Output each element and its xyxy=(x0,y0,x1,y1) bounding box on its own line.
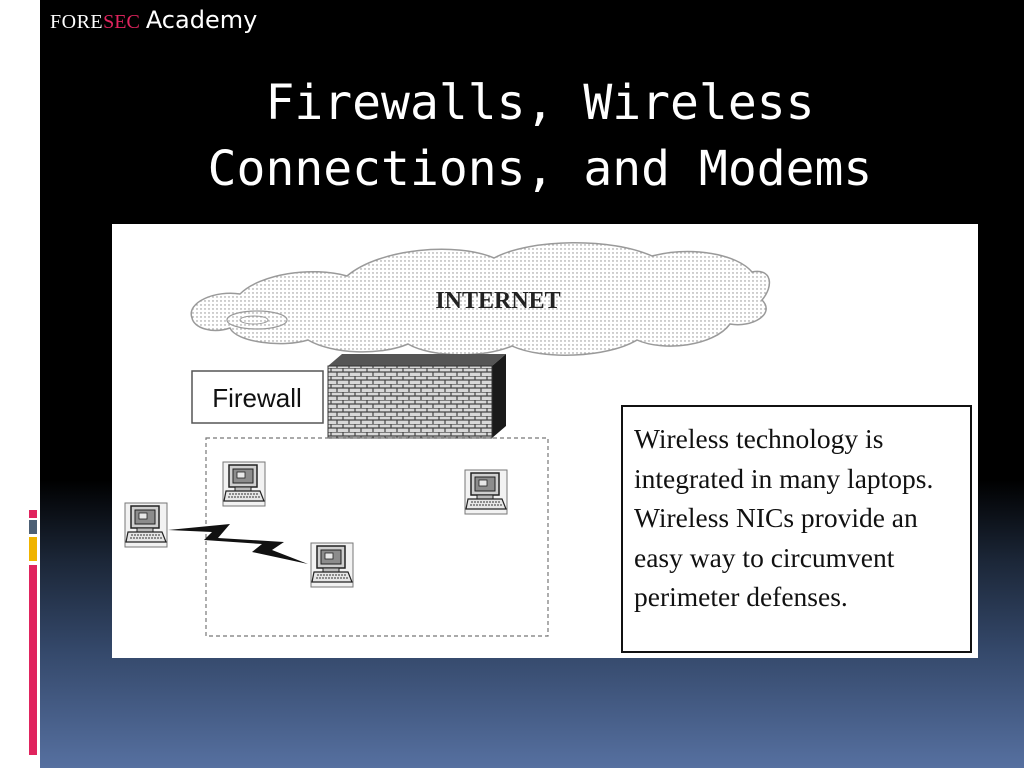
lightning-icon xyxy=(168,524,308,564)
firewall-label-box xyxy=(191,370,324,424)
accent-bar-pink-long xyxy=(29,565,37,755)
brand-sec: SEC xyxy=(103,11,140,33)
internal-network-perimeter xyxy=(205,437,549,637)
firewall-label: Firewall xyxy=(212,383,302,413)
accent-bar-pink-small xyxy=(29,510,37,518)
computer-icon xyxy=(464,469,508,515)
cloud-icon xyxy=(190,242,771,356)
network-diagram-figure: INTERNET Firewall Wireless technology is… xyxy=(112,224,978,658)
laptop-computer-icon xyxy=(124,502,168,548)
wireless-callout: Wireless technology is integrated in man… xyxy=(621,405,972,653)
slide-title: Firewalls, Wireless Connections, and Mod… xyxy=(40,70,1024,202)
accent-bar-yellow xyxy=(29,537,37,561)
slide-title-line-2: Connections, and Modems xyxy=(207,141,873,197)
brand-fore: FORE xyxy=(50,11,104,33)
brick-firewall-icon xyxy=(327,354,506,439)
computer-icon xyxy=(222,461,266,507)
computer-icon xyxy=(310,542,354,588)
network-diagram: INTERNET Firewall xyxy=(124,242,771,637)
brand-academy: Academy xyxy=(145,6,258,34)
internet-label: INTERNET xyxy=(435,288,560,314)
slide-title-line-1: Firewalls, Wireless xyxy=(265,75,815,131)
accent-bar-gray xyxy=(29,520,37,534)
